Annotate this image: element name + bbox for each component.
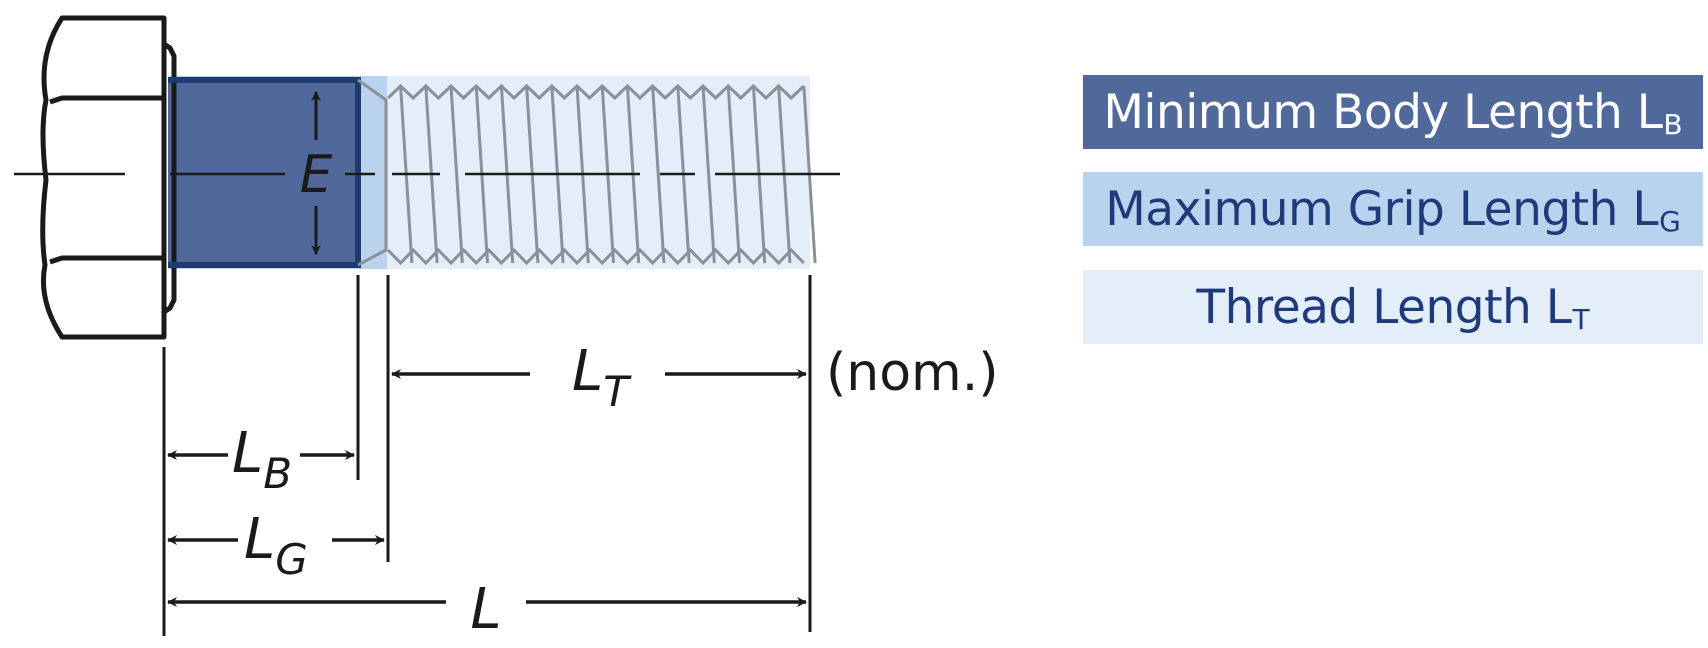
extension-lines <box>162 275 812 636</box>
thread-crest-line <box>701 85 716 264</box>
body-length-label: LB <box>232 421 292 498</box>
thread-crest-line <box>651 85 666 264</box>
grip-length-label: LG <box>244 507 308 584</box>
bolt-head <box>40 15 177 340</box>
legend-thread-length-sub: T <box>1572 302 1590 336</box>
legend-body-length-sub: B <box>1663 107 1683 141</box>
legend-grip-length-sub: G <box>1659 204 1681 238</box>
nominal-label: (nom.) <box>826 343 999 403</box>
shank-outline <box>168 77 361 268</box>
diameter-label: E <box>300 145 333 205</box>
thread-length-label: LT <box>572 339 632 416</box>
legend-thread-length-text: Thread Length L <box>1196 279 1572 335</box>
body-length-region <box>168 77 360 267</box>
legend-body-length-text: Minimum Body Length L <box>1103 84 1663 140</box>
legend-grip-length-text: Maximum Grip Length L <box>1105 181 1659 237</box>
total-length-label: L <box>470 577 501 642</box>
thread-crest-line <box>449 85 464 264</box>
shank-taper <box>357 78 388 267</box>
